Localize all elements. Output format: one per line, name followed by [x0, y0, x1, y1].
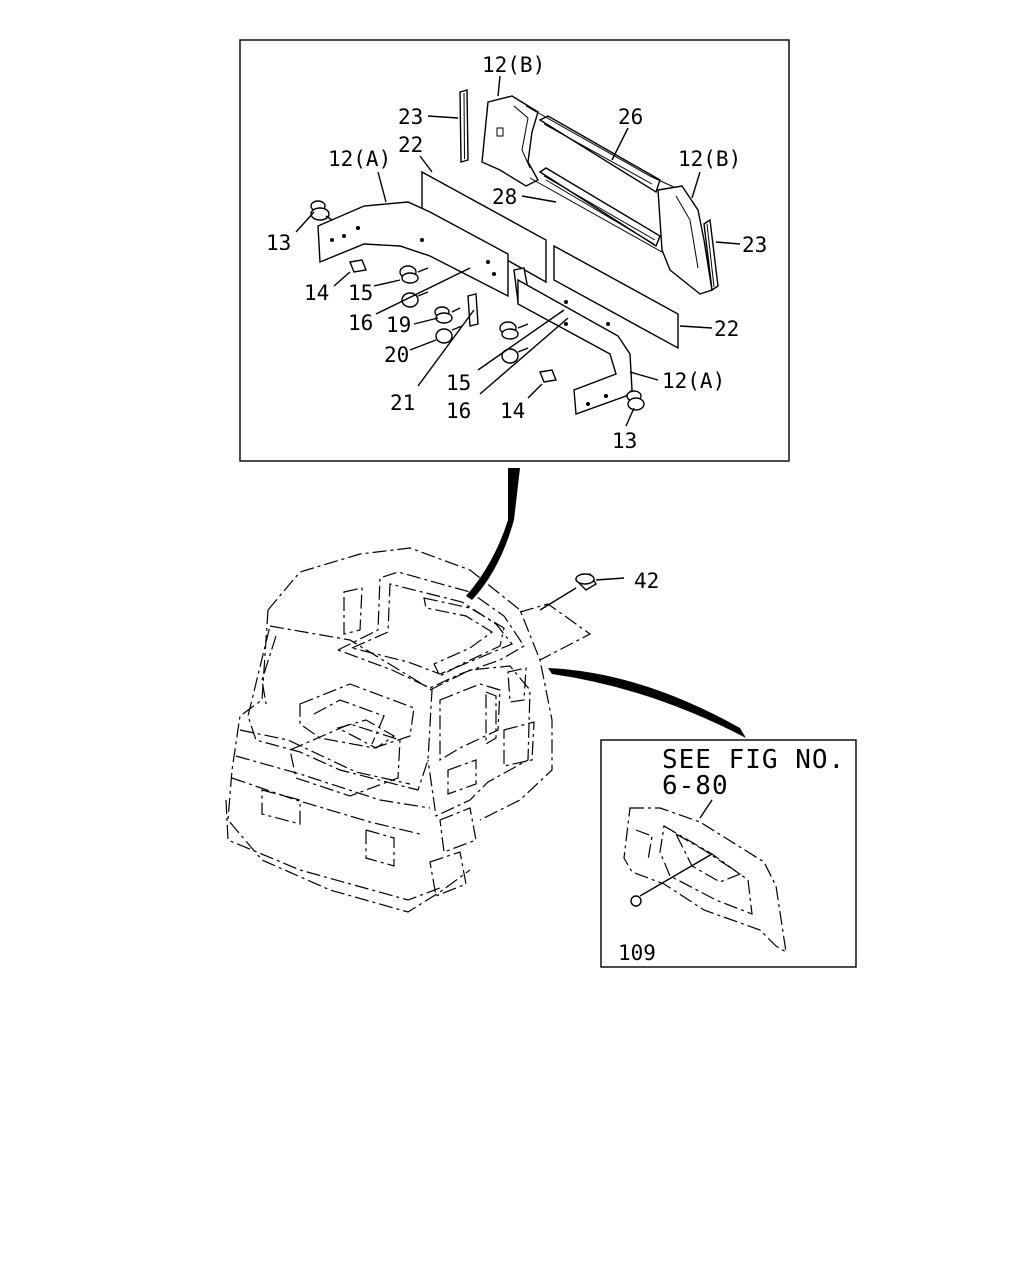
callout-23-left: 23	[398, 105, 423, 129]
callout-22-right: 22	[714, 317, 739, 341]
panel-28	[538, 167, 661, 248]
roof-panel-sketch	[623, 807, 787, 954]
callout-12b-top: 12(B)	[482, 53, 545, 77]
callout-16-mid: 16	[446, 399, 471, 423]
reference-note-line2: 6-80	[662, 771, 729, 801]
callout-22-top: 22	[398, 133, 423, 157]
callout-109: 109	[618, 941, 656, 965]
callout-14-left: 14	[304, 281, 329, 305]
headliner-detail-box: 12(B) 23 26 22 12(A) 12(B) 28 23 13 14 1…	[239, 39, 790, 462]
connector-top	[466, 468, 520, 600]
connector-bottom	[548, 668, 746, 738]
callout-19: 19	[386, 313, 411, 337]
callout-12b-right: 12(B)	[678, 147, 741, 171]
cap-20	[435, 325, 463, 344]
strip-23-right	[703, 218, 719, 292]
grommet-42: 42	[539, 569, 659, 611]
bolt-13-left	[310, 200, 333, 221]
callout-15-left: 15	[348, 281, 373, 305]
callout-28: 28	[492, 185, 517, 209]
sheet-22-upper	[421, 170, 547, 284]
reference-note-line1: SEE FIG NO.	[662, 745, 845, 775]
clip-14-left	[349, 259, 367, 273]
truck-cab	[225, 547, 592, 913]
bolt-13-right	[626, 390, 645, 411]
cap-16-mid	[501, 347, 529, 364]
bracket-12a-right	[517, 278, 633, 415]
callout-13-left: 13	[266, 231, 291, 255]
bracket-12a-left	[317, 201, 509, 298]
trim-12b-left	[481, 95, 539, 187]
callout-26: 26	[618, 105, 643, 129]
callout-12a-right: 12(A)	[662, 369, 725, 393]
callout-15-mid: 15	[446, 371, 471, 395]
screw-19	[434, 306, 461, 324]
clip-14-mid	[539, 369, 557, 383]
reference-box: SEE FIG NO. 6-80 109	[600, 739, 857, 968]
callout-23-right: 23	[742, 233, 767, 257]
callout-14-mid: 14	[500, 399, 525, 423]
screw-15-left	[399, 265, 429, 284]
plug-109	[630, 895, 642, 907]
trim-12b-right	[657, 185, 713, 295]
callout-12a-left: 12(A)	[328, 147, 391, 171]
callout-16-left: 16	[348, 311, 373, 335]
bezel-21	[467, 293, 479, 327]
cap-16-left	[401, 291, 429, 308]
callout-21: 21	[390, 391, 415, 415]
sheet-22-lower	[553, 244, 679, 350]
callout-42: 42	[634, 569, 659, 593]
callout-13-right: 13	[612, 429, 637, 453]
screw-15-mid	[499, 321, 529, 340]
callout-20: 20	[384, 343, 409, 367]
